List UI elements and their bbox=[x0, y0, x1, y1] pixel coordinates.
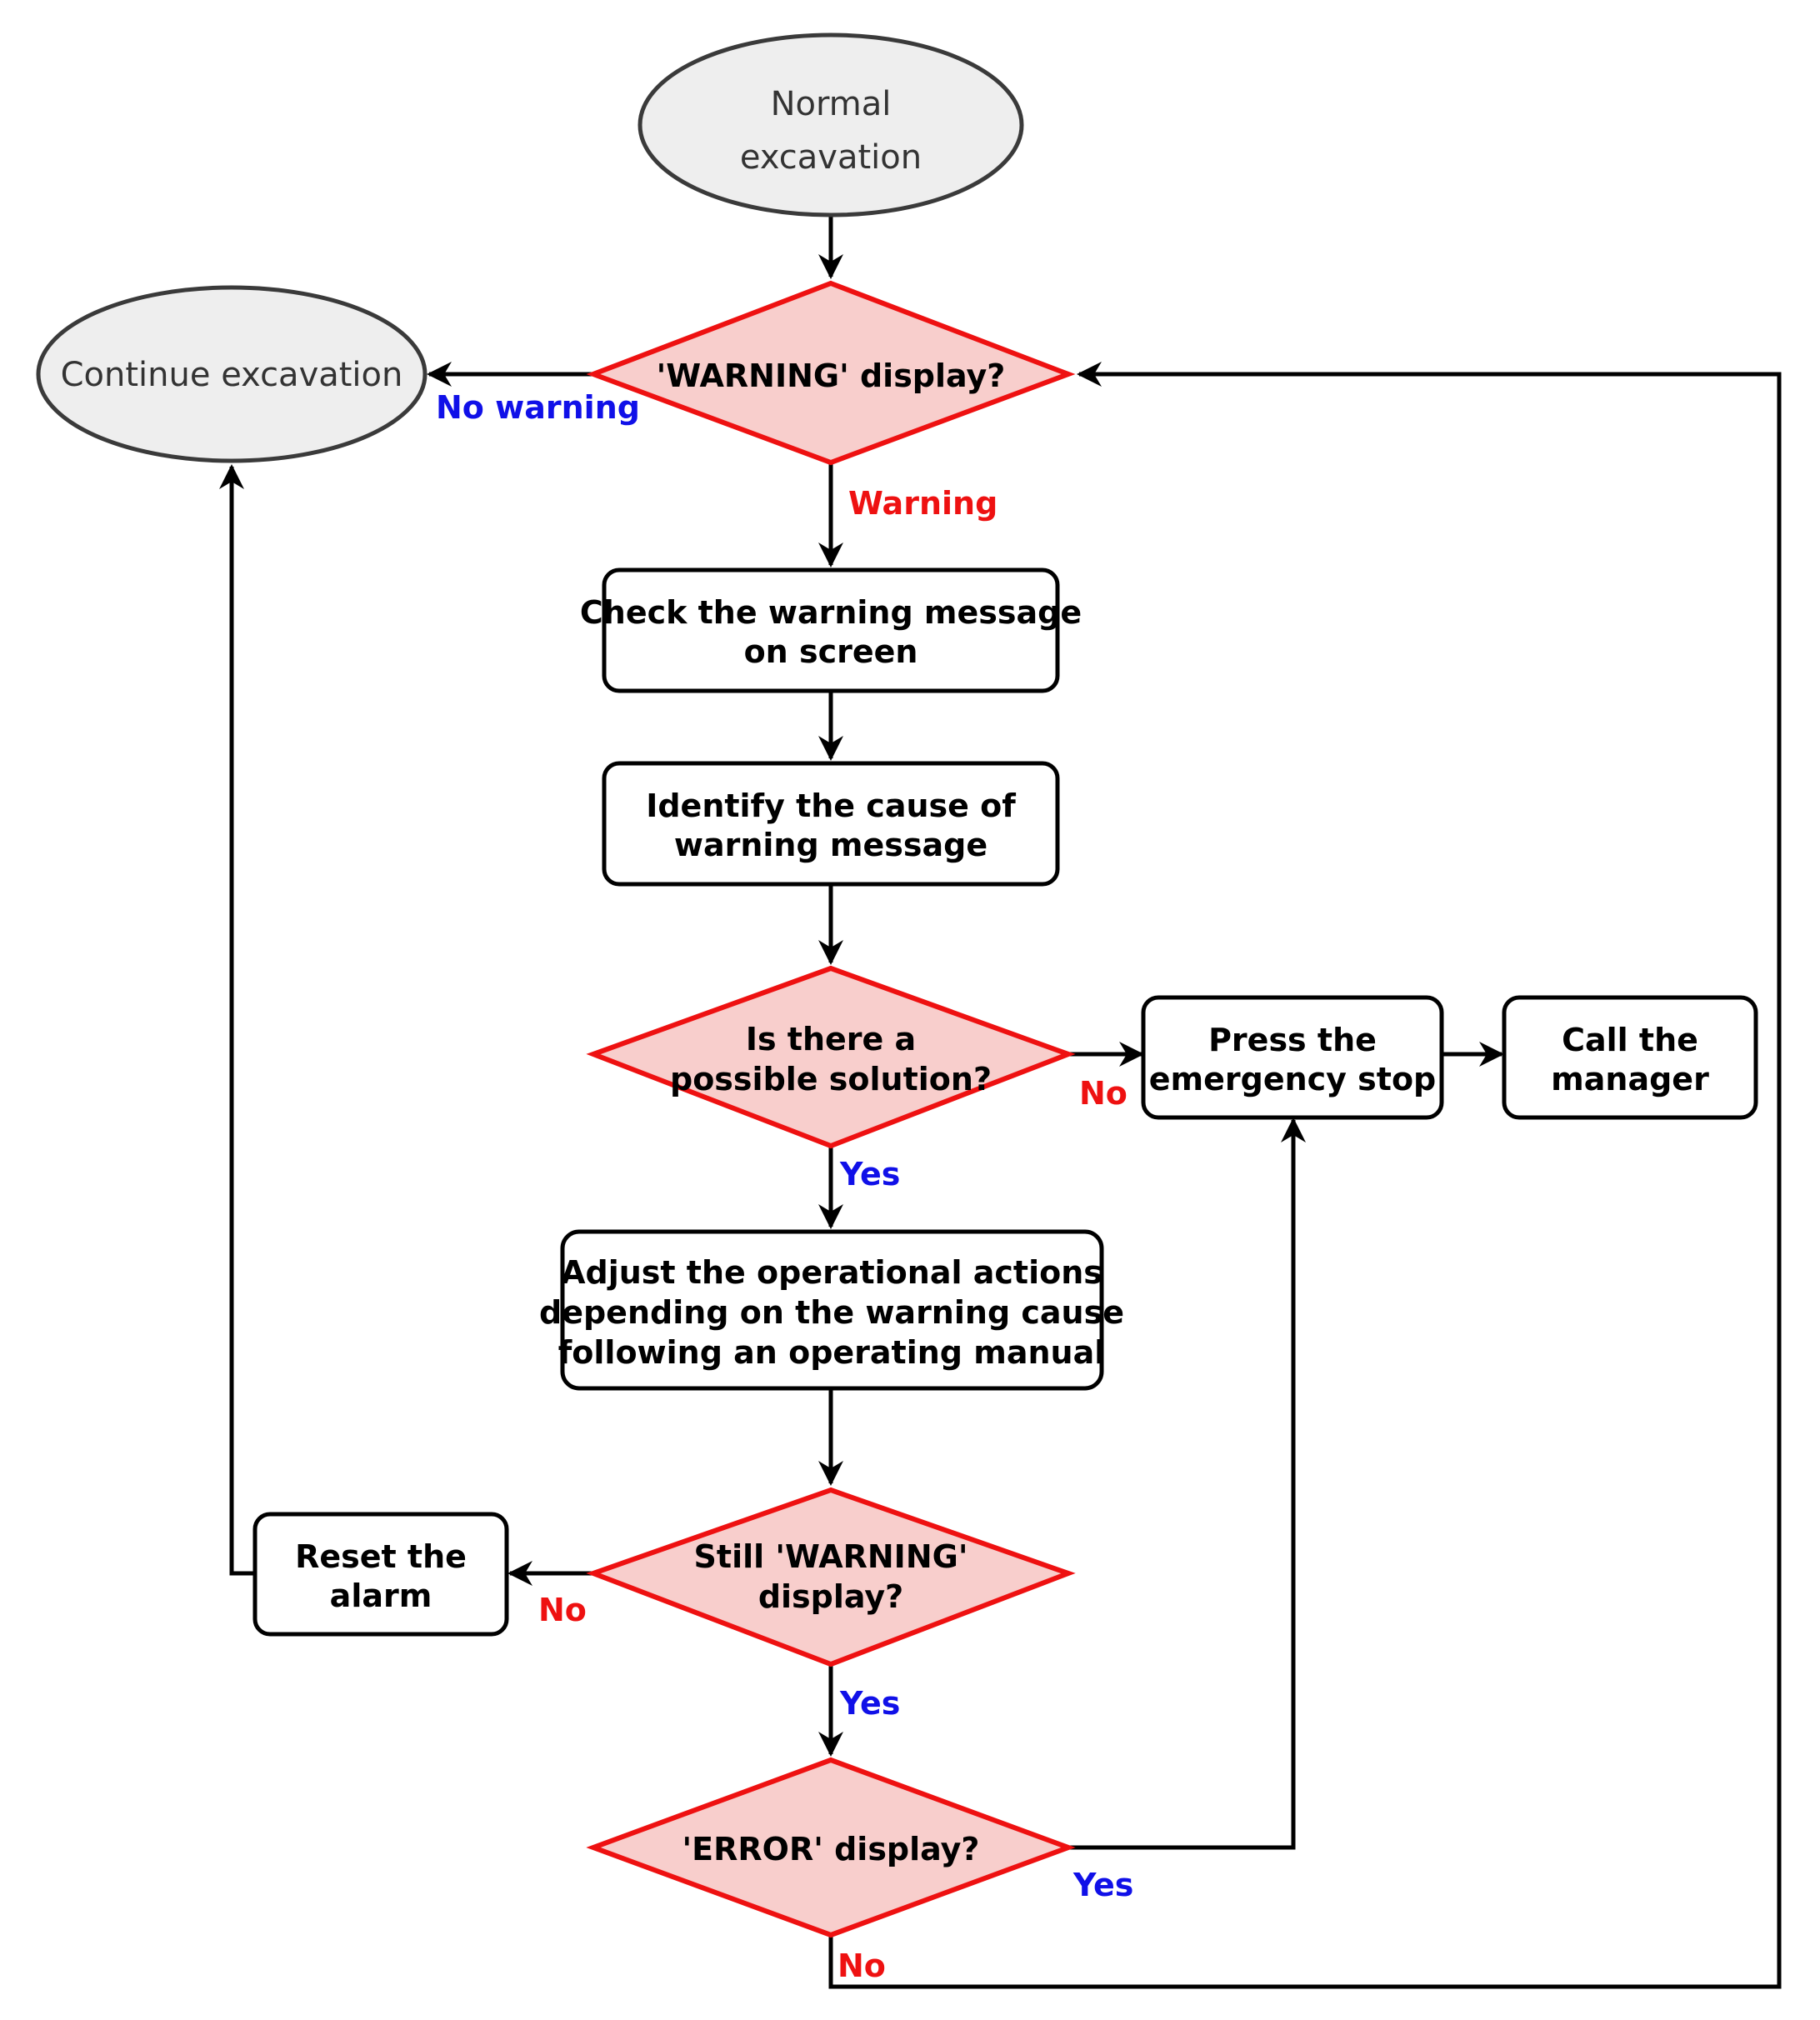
node-emergency-stop-line-1: Press the bbox=[1208, 1022, 1377, 1058]
node-reset-alarm: Reset the alarm bbox=[252, 1512, 509, 1637]
node-reset-alarm-line-1: Reset the bbox=[295, 1538, 467, 1575]
node-adjust-actions-line-3: following an operating manual bbox=[558, 1334, 1105, 1371]
label-still-yes: Yes bbox=[839, 1685, 900, 1722]
label-error-no: No bbox=[838, 1948, 886, 1984]
node-warning-display-line-1: 'WARNING' display? bbox=[657, 358, 1006, 394]
node-adjust-actions: Adjust the operational actions depending… bbox=[539, 1229, 1124, 1391]
node-possible-solution-decision: Is there a possible solution? bbox=[586, 965, 1076, 1149]
label-error-yes: Yes bbox=[1072, 1867, 1133, 1903]
label-warning: Warning bbox=[848, 485, 998, 522]
node-emergency-stop: Press the emergency stop bbox=[1141, 995, 1444, 1120]
node-normal-excavation: Normal excavation bbox=[638, 32, 1024, 218]
node-reset-alarm-line-2: alarm bbox=[330, 1578, 432, 1614]
node-adjust-actions-line-2: depending on the warning cause bbox=[539, 1294, 1124, 1331]
nodes: Normal excavation Continue excavation 'W… bbox=[36, 32, 1758, 1938]
node-error-display-line-1: 'ERROR' display? bbox=[682, 1831, 980, 1868]
node-check-message: Check the warning message on screen bbox=[580, 568, 1082, 693]
node-continue-excavation-line-1: Continue excavation bbox=[61, 356, 403, 394]
node-normal-excavation-line-1: Normal bbox=[771, 85, 892, 123]
node-still-warning-decision: Still 'WARNING' display? bbox=[586, 1487, 1076, 1668]
label-still-no: No bbox=[538, 1592, 587, 1628]
node-call-manager-line-1: Call the bbox=[1562, 1022, 1698, 1058]
edge-labels: No warning Warning No Yes No Yes Yes No bbox=[436, 389, 1133, 1984]
node-identify-cause-line-1: Identify the cause of bbox=[646, 788, 1016, 824]
node-possible-solution-line-1: Is there a bbox=[746, 1021, 916, 1058]
node-check-message-line-2: on screen bbox=[744, 633, 918, 670]
edges bbox=[219, 217, 1782, 1989]
node-possible-solution-line-2: possible solution? bbox=[670, 1061, 992, 1098]
node-emergency-stop-line-2: emergency stop bbox=[1149, 1061, 1437, 1098]
node-adjust-actions-line-1: Adjust the operational actions bbox=[561, 1254, 1102, 1291]
node-normal-excavation-line-2: excavation bbox=[740, 138, 922, 177]
node-warning-display-decision: 'WARNING' display? bbox=[586, 280, 1076, 466]
label-solution-yes: Yes bbox=[839, 1156, 900, 1192]
node-still-warning-line-2: display? bbox=[758, 1578, 903, 1615]
edge-error-to-emergency bbox=[1068, 1118, 1306, 1850]
node-identify-cause-line-2: warning message bbox=[674, 827, 988, 863]
edge-error-loop-to-warning bbox=[828, 362, 1782, 1989]
label-solution-no: No bbox=[1079, 1075, 1128, 1112]
label-no-warning: No warning bbox=[436, 389, 640, 426]
node-identify-cause: Identify the cause of warning message bbox=[602, 761, 1060, 887]
node-error-display-decision: 'ERROR' display? bbox=[586, 1757, 1076, 1938]
node-check-message-line-1: Check the warning message bbox=[580, 594, 1082, 631]
edge-reset-to-continue bbox=[219, 464, 255, 1576]
node-still-warning-line-1: Still 'WARNING' bbox=[694, 1538, 968, 1575]
node-call-manager: Call the manager bbox=[1502, 995, 1758, 1120]
node-continue-excavation: Continue excavation bbox=[36, 285, 428, 463]
node-call-manager-line-2: manager bbox=[1551, 1061, 1709, 1098]
